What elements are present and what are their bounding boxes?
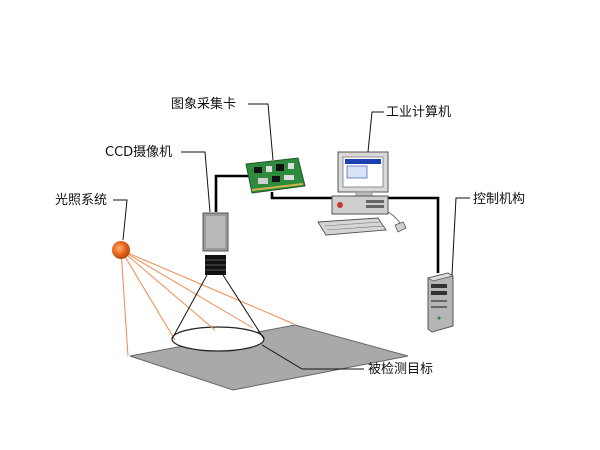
cable-computer-tower <box>388 196 440 273</box>
label-lighting: 光照系统 <box>55 193 107 208</box>
cable-camera-card <box>214 174 252 212</box>
inspection-ellipse <box>171 326 265 352</box>
industrial-computer-icon <box>317 151 407 236</box>
camera-view-cone <box>171 274 265 340</box>
control-tower-icon <box>426 272 455 333</box>
cable-card-computer <box>270 192 338 200</box>
label-target: 被检测目标 <box>368 362 433 377</box>
label-control-unit: 控制机构 <box>473 192 525 207</box>
label-industrial-pc: 工业计算机 <box>386 105 451 120</box>
capture-card-icon <box>245 157 306 194</box>
label-ccd-camera: CCD摄像机 <box>105 145 172 160</box>
label-capture-card: 图象采集卡 <box>171 96 236 112</box>
light-rays <box>120 249 295 357</box>
leader-lines <box>113 103 470 370</box>
target-plane <box>129 324 409 391</box>
ccd-camera-icon <box>202 212 229 275</box>
lighting-source-icon <box>112 241 130 259</box>
